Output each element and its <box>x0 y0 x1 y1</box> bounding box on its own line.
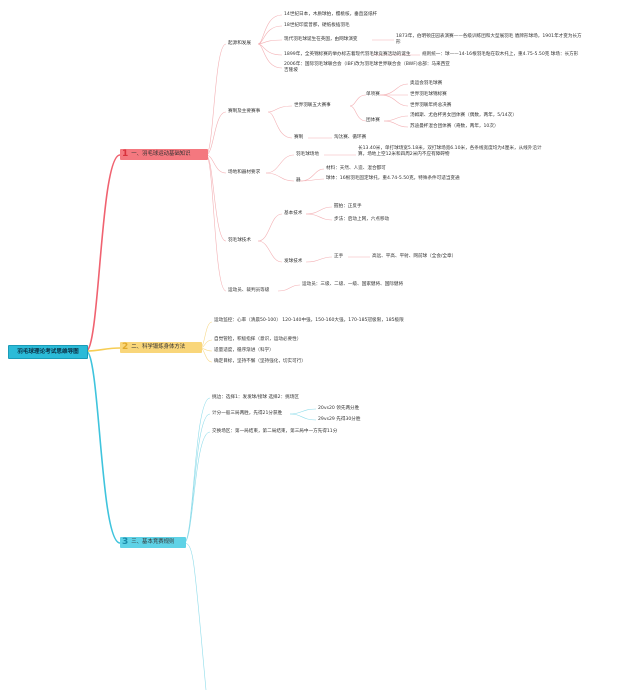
node-ball[interactable]: 球体：16根羽毛固定球托，重4.74-5.50克，特殊条件可适当变通 <box>326 176 460 181</box>
connector-branch3 <box>85 350 121 544</box>
branch-label: 二、科学锻炼身体方法 <box>131 344 186 350</box>
node-b3-deuce[interactable]: 20vs20 领先两分胜 <box>318 406 360 411</box>
node-athlete-levels[interactable]: 运动员、裁判员等级 <box>228 288 270 293</box>
node-single-item[interactable]: 奥运会羽毛球赛 <box>410 81 443 86</box>
connector-branch2 <box>85 347 121 352</box>
node-b3-switch[interactable]: 交换场区：第一局结束，第二局结束，第三局中一方先得11分 <box>212 429 338 434</box>
node-tournaments[interactable]: 赛制及主要赛事 <box>228 109 261 114</box>
node-footwork[interactable]: 步法：启动上网，六点移动 <box>334 217 390 222</box>
node-b2-item[interactable]: 适量适度，循序渐进（科学） <box>214 348 274 353</box>
branch-number: 2 <box>122 342 129 352</box>
node-single-item[interactable]: 世界羽联年终总决赛 <box>410 103 452 108</box>
node-court[interactable]: 羽毛球场地 <box>296 152 319 157</box>
node-single-events[interactable]: 单项赛 <box>366 92 380 97</box>
node-origin-item[interactable]: 现代羽毛球诞生在英国，由网球演变 <box>284 37 358 42</box>
node-strokes[interactable]: 高远、平高、平射、网前球（全会/全章） <box>372 254 457 259</box>
root-node[interactable]: 羽毛球理论考试思维导图 <box>8 345 88 359</box>
node-origin-item[interactable]: 18世纪印度普那，硬纸板插羽毛 <box>284 23 350 28</box>
node-origin-item[interactable]: 1873年，伯明顿庄园表演赛——各级训练团和大型展羽毛 盾牌形球场，1901年才… <box>396 34 582 45</box>
node-team-events[interactable]: 团体赛 <box>366 118 380 123</box>
branch-number: 3 <box>122 537 129 547</box>
node-b3-deuce[interactable]: 29vs29 先得30分胜 <box>318 417 361 422</box>
branch-number: 1 <box>122 149 129 159</box>
connector-branch1 <box>85 154 121 352</box>
node-athlete-levels-value[interactable]: 运动员：三级、二级、一级、国家健将、国际健将 <box>302 282 404 287</box>
branch3-lines <box>183 397 317 691</box>
node-hitting[interactable]: 发球技术 <box>284 259 303 264</box>
node-team-item[interactable]: 汤姆斯、尤伯杯男女团体赛（偶数，两年，5/14次） <box>410 113 517 118</box>
node-five-events[interactable]: 世界羽联五大赛事 <box>294 103 331 108</box>
node-b2-item[interactable]: 运动监控：心率（清晨50-100） 120-140中强，150-160大强，17… <box>214 318 404 323</box>
node-venue[interactable]: 场地和器材要求 <box>228 170 261 175</box>
node-materials[interactable]: 材料：天然、人造、混合都可 <box>326 166 386 171</box>
node-team-item[interactable]: 苏迪曼杯混合团体赛（奇数，两年，10次） <box>410 124 499 129</box>
node-single-item[interactable]: 世界羽毛球锦标赛 <box>410 92 447 97</box>
node-origin-item[interactable]: 规则统一：球——14-16根羽毛粘在软木托上，重4.75-5.50克 球场：长方… <box>422 52 579 57</box>
node-b3-scoring[interactable]: 计分一般三局两胜，先得21分获胜 <box>212 411 283 416</box>
node-equipment[interactable]: 器 <box>296 178 301 183</box>
branch-label: 三、基本竞赛规则 <box>131 539 175 545</box>
node-grip[interactable]: 握拍：正反手 <box>334 204 362 209</box>
node-origin[interactable]: 起源和发展 <box>228 41 251 46</box>
node-b2-item[interactable]: 确定目标，坚持不懈（坚持强化，切实可行） <box>214 359 306 364</box>
node-origin-item[interactable]: 1899年，全英锦标赛的举办标志着现代羽毛球竞赛活动的诞生 <box>284 52 411 57</box>
node-format[interactable]: 赛制 <box>294 135 304 140</box>
node-court-text[interactable]: 长13.40米，单打球场宽5.18米，双打球场宽6.10米，各条线宽度均为4厘米… <box>358 146 542 157</box>
node-technique[interactable]: 羽毛球技术 <box>228 238 251 243</box>
node-origin-item[interactable]: 2006年：国际羽毛球联合会（IBF)改为羽毛球世界联合会（BWF)总部：马来西… <box>284 62 450 73</box>
node-origin-item[interactable]: 14世纪日本，木质球拍，樱桃核，垂直竖纸杆 <box>284 12 378 17</box>
node-forehand[interactable]: 正手 <box>334 254 344 259</box>
node-basic-technique[interactable]: 基本技术 <box>284 211 303 216</box>
branch-label: 一、羽毛球运动基础知识 <box>131 151 191 157</box>
node-format-value[interactable]: 淘汰赛、循环赛 <box>334 135 367 140</box>
node-b3-choice[interactable]: 挑边：选择1：发发球/接球 选择2：挑场区 <box>212 395 299 400</box>
node-b2-item[interactable]: 自觉管检，积极指挥（意识，运动必要性） <box>214 337 302 342</box>
